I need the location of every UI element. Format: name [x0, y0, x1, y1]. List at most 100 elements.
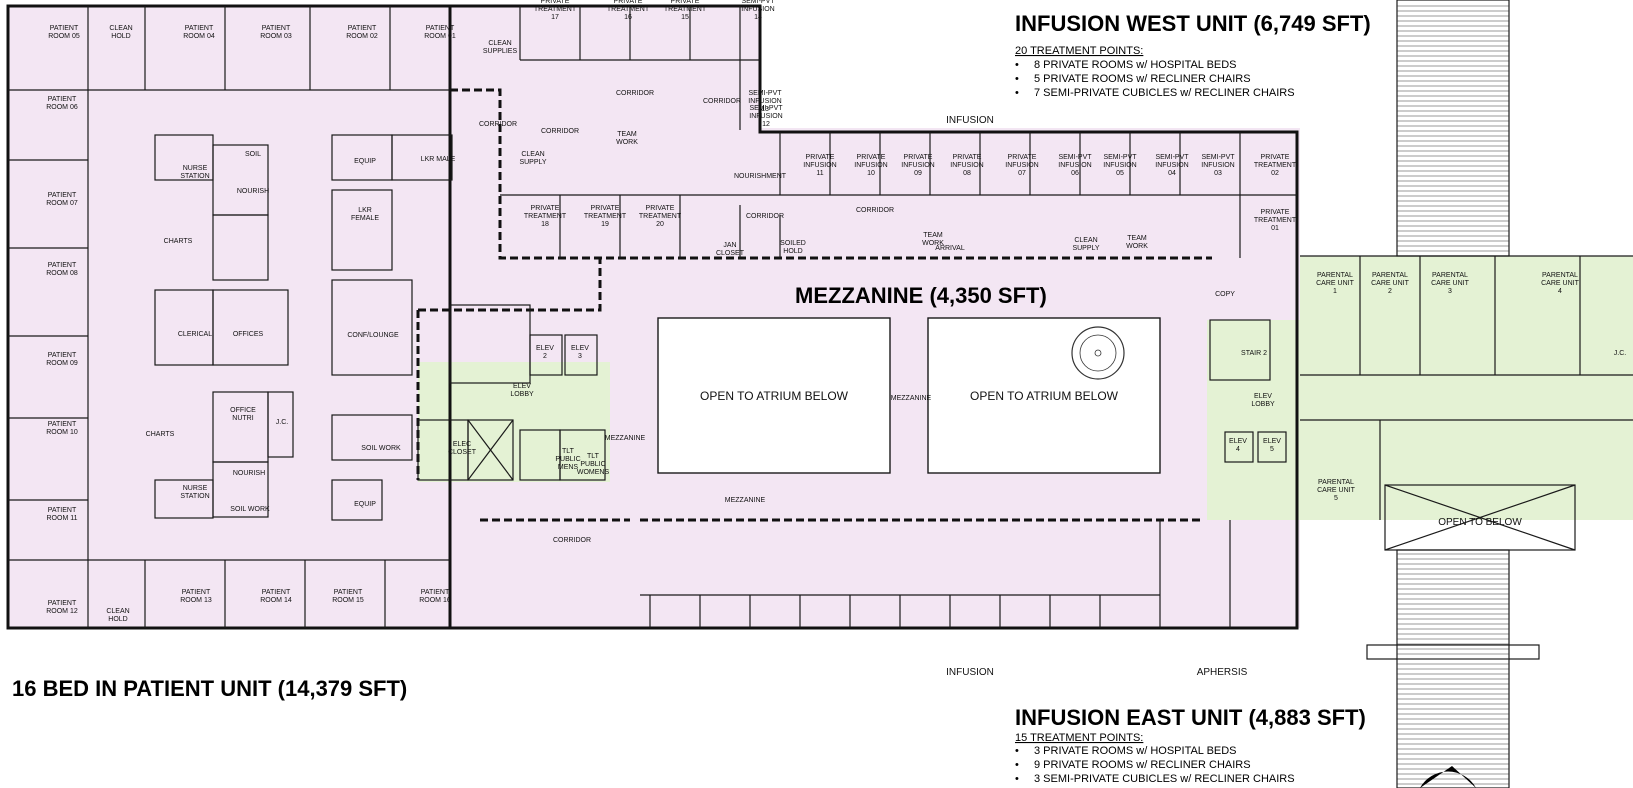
inpatient-top-room-5-line-2: ROOM 02	[346, 33, 378, 40]
label-stair2: STAIR 2	[1241, 350, 1267, 357]
team-work-a-line-1: TEAM	[617, 131, 637, 138]
parental-care-unit-5-line-1: PARENTAL	[1318, 479, 1354, 486]
elev-2-line-2: 2	[543, 353, 547, 360]
area-labels: INFUSION INFUSION APHERSIS OPEN TO ATRIU…	[479, 90, 1626, 678]
label-nourishment: NOURISHMENT	[734, 173, 787, 180]
infusion-strip-room-3-line-1: PRIVATE	[671, 0, 700, 5]
elev-4-line-2: 4	[1236, 446, 1240, 453]
infusion-lower-room-1-line-2: TREATMENT	[524, 213, 567, 220]
inpatient-core-10-line-1: NOURISH	[233, 470, 265, 477]
label-corridor-top: CORRIDOR	[616, 90, 654, 97]
inpatient-core-9-line-1: J.C.	[276, 419, 289, 426]
jan-closet-line-1: JAN	[723, 242, 736, 249]
label-corridor-top2: CORRIDOR	[703, 98, 741, 105]
label-corridor-mid2: CORRIDOR	[541, 128, 579, 135]
elev-lobby-right-line-2: LOBBY	[1251, 401, 1275, 408]
infusion-top-room-6-line-2: INFUSION	[1058, 162, 1091, 169]
public-mens-line-2: PUBLIC	[555, 456, 580, 463]
inpatient-top-room-4-line-1: PATIENT	[262, 25, 291, 32]
infusion-top-room-9-line-2: INFUSION	[1201, 162, 1234, 169]
parental-care-unit-3-line-1: PARENTAL	[1432, 272, 1468, 279]
infusion-strip-room-4-line-2: INFUSION	[741, 6, 774, 13]
inpatient-core-16-line-1: CONF/LOUNGE	[347, 332, 399, 339]
infusion-lower-room-2-line-1: PRIVATE	[591, 205, 620, 212]
infusion-lower-room-3-line-3: 20	[656, 221, 664, 228]
west-bullet-2: •	[1015, 73, 1019, 85]
parental-care-unit-4-line-1: PARENTAL	[1542, 272, 1578, 279]
public-womens-line-2: PUBLIC	[580, 461, 605, 468]
mezzanine-title: MEZZANINE (4,350 SFT)	[795, 283, 1047, 308]
label-copy: COPY	[1215, 291, 1235, 298]
inpatient-core-7-line-1: CHARTS	[146, 431, 175, 438]
parental-care-unit-4-line-2: CARE UNIT	[1541, 280, 1579, 287]
infusion-top-room-6-line-1: SEMI-PVT	[1058, 154, 1092, 161]
inpatient-core-11-line-1: NURSE	[183, 485, 208, 492]
elev-lobby-left-line-2: LOBBY	[510, 391, 534, 398]
stair2-area	[1207, 320, 1302, 520]
clean-supplies-line-2: SUPPLIES	[483, 48, 518, 55]
parental-care-unit-3-line-2: CARE UNIT	[1431, 280, 1469, 287]
west-item-3: 7 SEMI-PRIVATE CUBICLES w/ RECLINER CHAI…	[1034, 87, 1295, 99]
label-corridor-mid: CORRIDOR	[479, 121, 517, 128]
north-arrow-icon	[1420, 766, 1476, 788]
east-bullet-1: •	[1015, 745, 1019, 757]
inpatient-bottom-room-5-line-2: ROOM 16	[419, 597, 451, 604]
clean-supply-a-line-2: SUPPLY	[519, 159, 546, 166]
public-mens-line-3: MENS	[558, 464, 579, 471]
parental-care-unit-1-line-1: PARENTAL	[1317, 272, 1353, 279]
infusion-right-room-1-line-1: PRIVATE	[1261, 209, 1290, 216]
infusion-top-room-2-line-3: 10	[867, 170, 875, 177]
inpatient-left-room-3-line-1: PATIENT	[48, 262, 77, 269]
west-unit-title: INFUSION WEST UNIT (6,749 SFT)	[1015, 11, 1371, 36]
infusion-right-room-1-line-2: TREATMENT	[1254, 217, 1297, 224]
infusion-top-room-3-line-1: PRIVATE	[904, 154, 933, 161]
infusion-top-room-8-line-2: INFUSION	[1155, 162, 1188, 169]
team-work-b-line-2: WORK	[922, 240, 944, 247]
elev-4-line-1: ELEV	[1229, 438, 1247, 445]
label-apheresis: APHERSIS	[1197, 667, 1248, 678]
inpatient-core-14-line-1: LKR MALE	[421, 156, 456, 163]
inpatient-left-room-1-line-2: ROOM 06	[46, 104, 78, 111]
inpatient-core-18-line-1: EQUIP	[354, 501, 376, 508]
east-bullet-3: •	[1015, 773, 1019, 785]
walls	[6, 0, 1633, 788]
infusion-top-room-5-line-3: 07	[1018, 170, 1026, 177]
soiled-hold-line-1: SOILED	[780, 240, 806, 247]
inpatient-bottom-room-4-line-1: PATIENT	[334, 589, 363, 596]
infusion-top-room-7-line-3: 05	[1116, 170, 1124, 177]
inpatient-core-2-line-1: SOIL	[245, 151, 261, 158]
inpatient-top-room-3-line-1: PATIENT	[185, 25, 214, 32]
infusion-strip-room-6-line-1: SEMI-PVT	[749, 105, 783, 112]
public-womens-line-1: TLT	[587, 453, 600, 460]
inpatient-left-room-5-line-2: ROOM 10	[46, 429, 78, 436]
elev-3-line-2: 3	[578, 353, 582, 360]
west-bullet-3: •	[1015, 87, 1019, 99]
infusion-top-room-10-line-3: 02	[1271, 170, 1279, 177]
parental-care-area	[1300, 256, 1633, 520]
inpatient-left-room-2-line-1: PATIENT	[48, 192, 77, 199]
jan-closet-line-2: CLOSET	[716, 250, 745, 257]
stair-treads	[1397, 5, 1509, 785]
east-unit-legend: INFUSION EAST UNIT (4,883 SFT) 15 TREATM…	[1015, 705, 1366, 785]
inpatient-core-1-line-2: STATION	[180, 173, 209, 180]
mezzanine-area	[450, 6, 1300, 628]
infusion-top-room-3-line-2: INFUSION	[901, 162, 934, 169]
inpatient-bottom-room-4-line-2: ROOM 15	[332, 597, 364, 604]
label-corridor-main: CORRIDOR	[553, 537, 591, 544]
infusion-top-room-10-line-1: PRIVATE	[1261, 154, 1290, 161]
infusion-strip-room-5-line-1: SEMI-PVT	[748, 90, 782, 97]
infusion-top-room-4-line-1: PRIVATE	[953, 154, 982, 161]
infusion-top-room-5-line-2: INFUSION	[1005, 162, 1038, 169]
clean-supply-b-line-2: SUPPLY	[1072, 245, 1099, 252]
east-bullet-2: •	[1015, 759, 1019, 771]
infusion-strip-room-3-line-2: TREATMENT	[664, 6, 707, 13]
infusion-lower-room-2-line-3: 19	[601, 221, 609, 228]
west-treatment-points: 20 TREATMENT POINTS:	[1015, 45, 1143, 57]
inpatient-top-room-1-line-2: ROOM 05	[48, 33, 80, 40]
infusion-strip-room-6-line-2: INFUSION	[749, 113, 782, 120]
public-mens-line-1: TLT	[562, 448, 575, 455]
east-unit-title: INFUSION EAST UNIT (4,883 SFT)	[1015, 705, 1366, 730]
west-unit-legend: INFUSION WEST UNIT (6,749 SFT) 20 TREATM…	[1015, 11, 1371, 99]
